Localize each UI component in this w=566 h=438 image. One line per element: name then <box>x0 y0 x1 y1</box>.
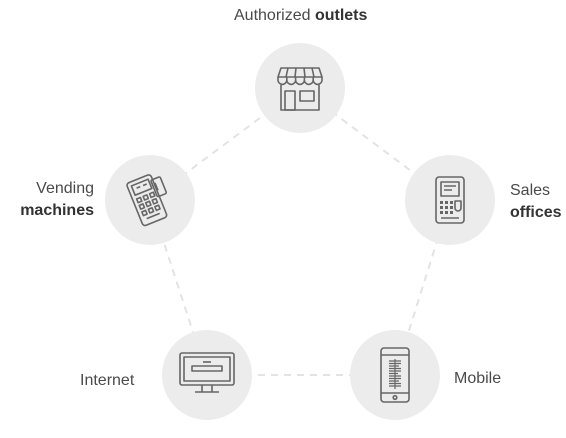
outlets-label-bold: outlets <box>314 7 368 24</box>
smartphone-barcode-icon <box>380 347 410 403</box>
monitor-icon <box>179 352 235 393</box>
vending-label-bold: machines <box>20 202 94 219</box>
mobile-label: Mobile <box>454 370 502 387</box>
internet-node <box>162 330 252 420</box>
sales-label: Sales offices <box>510 180 562 224</box>
internet-label: Internet <box>80 372 135 389</box>
sales-label-regular: Sales <box>510 182 551 199</box>
sales-label-bold: offices <box>510 204 562 221</box>
outlets-label: Authorized outlets <box>234 5 367 27</box>
mobile-node <box>350 330 440 420</box>
vending-label: Vending machines <box>8 178 94 222</box>
outlets-label-regular: Authorized <box>234 7 315 24</box>
outlets-node <box>255 43 345 133</box>
sales-node <box>405 155 495 245</box>
vending-label-regular: Vending <box>36 180 94 197</box>
card-terminal-icon <box>126 174 168 227</box>
atm-kiosk-icon <box>435 176 465 224</box>
vending-node <box>105 155 195 245</box>
storefront-icon <box>277 67 323 111</box>
